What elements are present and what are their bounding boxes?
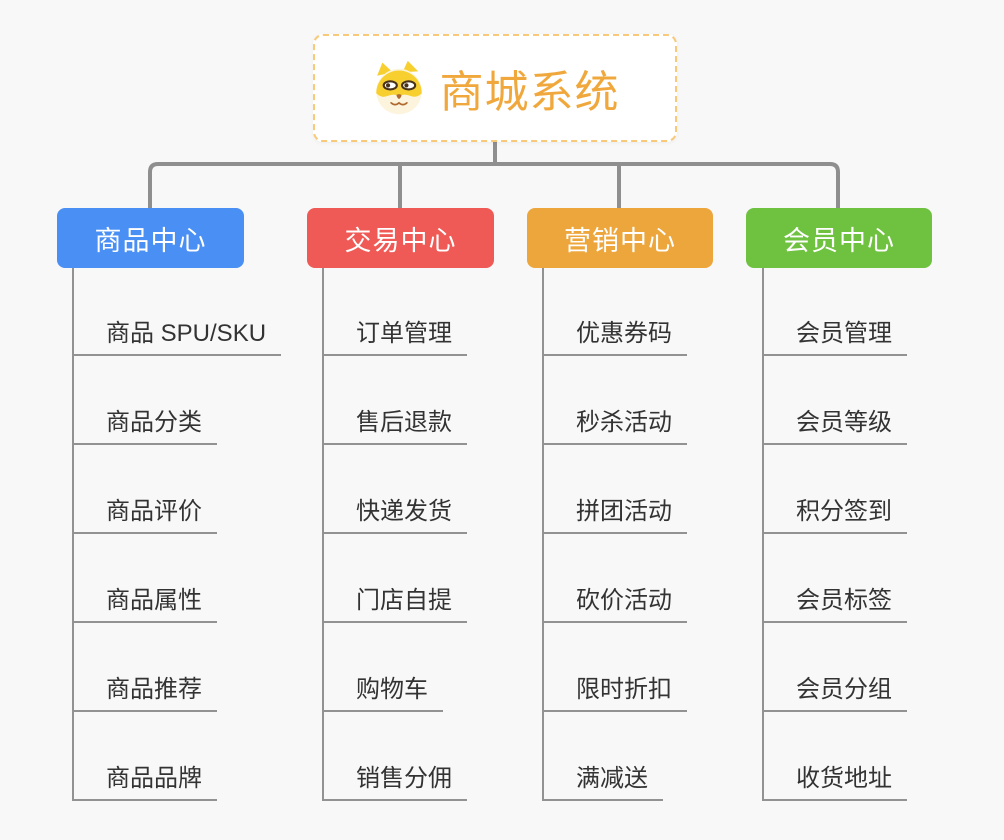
leaf-item[interactable]: 商品属性	[72, 586, 217, 623]
leaf-item[interactable]: 积分签到	[762, 497, 907, 534]
leaf-item[interactable]: 会员等级	[762, 408, 907, 445]
dog-face-icon	[375, 60, 422, 115]
leaf-item[interactable]: 优惠券码	[542, 319, 687, 356]
leaf-item[interactable]: 秒杀活动	[542, 408, 687, 445]
leaf-item[interactable]: 砍价活动	[542, 586, 687, 623]
branch-node-marketing-center[interactable]: 营销中心	[527, 208, 713, 268]
root-title: 商城系统	[439, 68, 620, 117]
leaf-item[interactable]: 满减送	[542, 764, 663, 801]
root-node[interactable]: 商城系统	[313, 34, 677, 142]
leaf-item[interactable]: 快递发货	[322, 497, 467, 534]
leaf-item[interactable]: 会员标签	[762, 586, 907, 623]
leaf-item[interactable]: 限时折扣	[542, 675, 687, 712]
leaf-item[interactable]: 商品评价	[72, 497, 217, 534]
branch-node-product-center[interactable]: 商品中心	[57, 208, 244, 268]
leaf-item[interactable]: 售后退款	[322, 408, 467, 445]
leaf-item[interactable]: 收货地址	[762, 764, 907, 801]
leaf-item[interactable]: 商品品牌	[72, 764, 217, 801]
leaf-item[interactable]: 商品分类	[72, 408, 217, 445]
leaf-item[interactable]: 会员分组	[762, 675, 907, 712]
leaf-item[interactable]: 订单管理	[322, 319, 467, 356]
leaf-item[interactable]: 会员管理	[762, 319, 907, 356]
leaf-item[interactable]: 门店自提	[322, 586, 467, 623]
branch-node-trade-center[interactable]: 交易中心	[307, 208, 494, 268]
leaf-item[interactable]: 销售分佣	[322, 764, 467, 801]
leaf-item[interactable]: 商品推荐	[72, 675, 217, 712]
leaf-item[interactable]: 商品 SPU/SKU	[72, 319, 282, 356]
leaf-item[interactable]: 购物车	[322, 675, 443, 712]
leaf-item[interactable]: 拼团活动	[542, 497, 687, 534]
branch-node-member-center[interactable]: 会员中心	[746, 208, 932, 268]
